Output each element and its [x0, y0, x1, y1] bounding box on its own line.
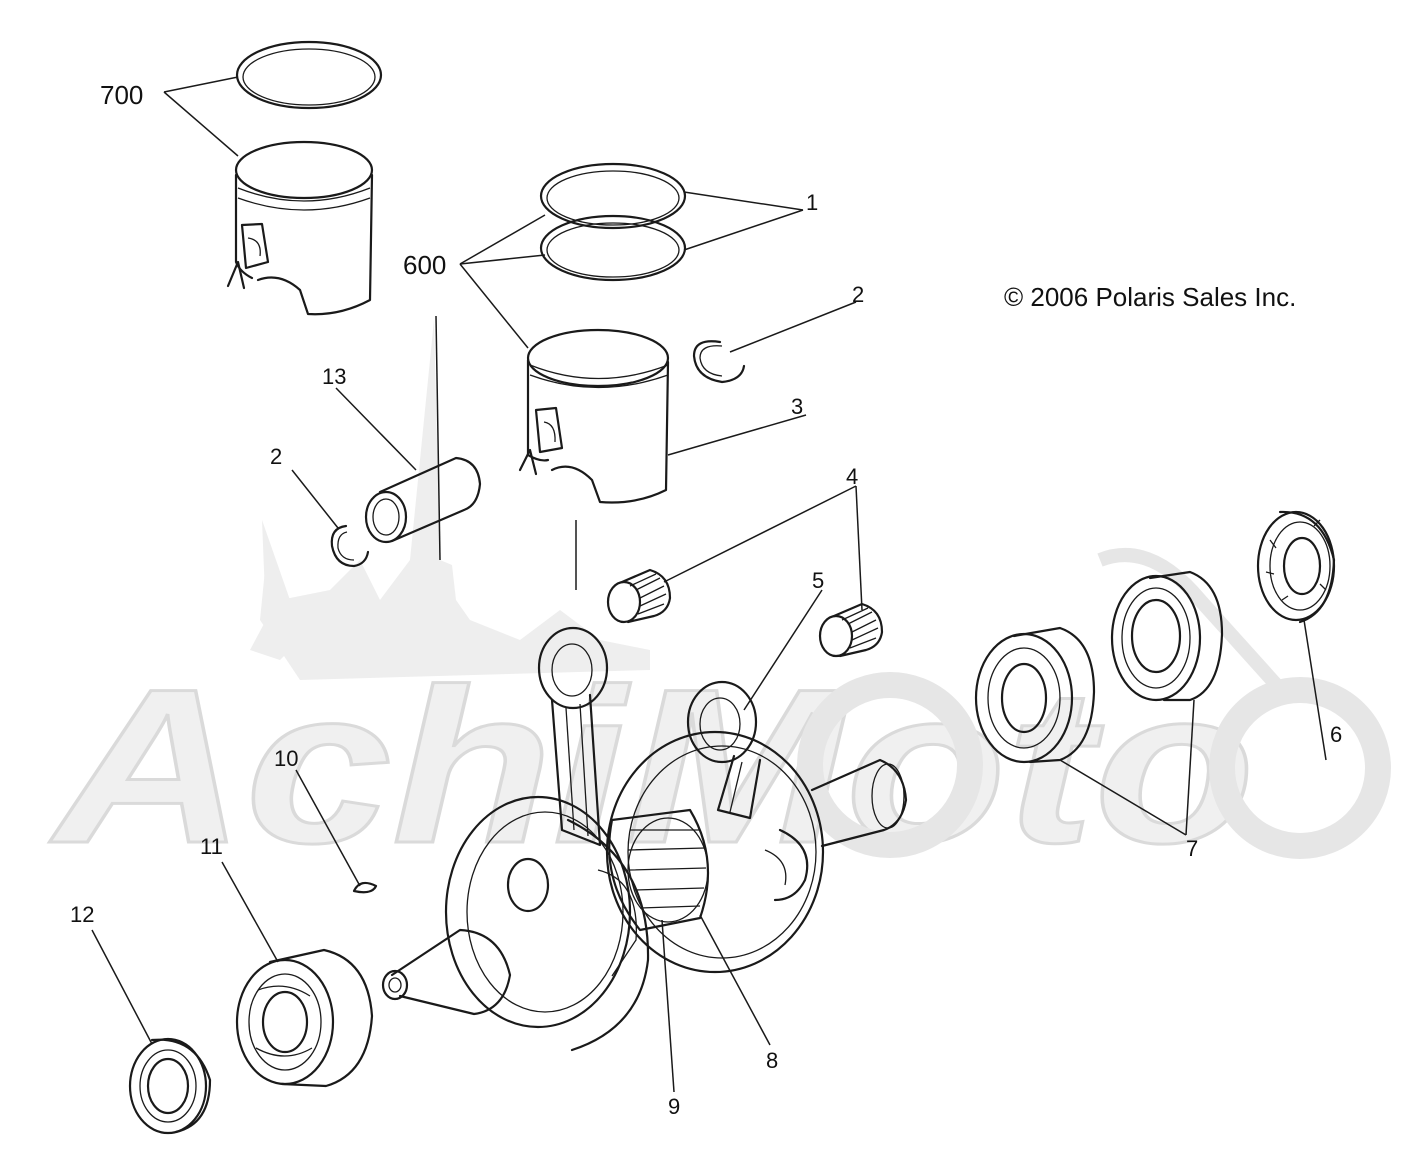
callout-9: 9: [668, 1094, 680, 1119]
connecting-rod-right: [686, 680, 762, 820]
connecting-rod-left: [537, 626, 609, 847]
leader-lines: [91, 76, 1327, 1093]
callout-11: 11: [200, 834, 223, 859]
callout-6: 6: [1330, 722, 1342, 747]
callout-2-right: 2: [852, 282, 864, 307]
callout-10: 10: [274, 746, 298, 771]
callout-labels: 700 600 1 2 3 2 13 4 5 6 7 8 9 10 11 12: [70, 80, 1342, 1119]
oil-seal-left: [128, 1037, 212, 1135]
piston-700: [226, 140, 374, 316]
piston-rings-600: [539, 162, 687, 282]
piston-600: [518, 328, 670, 504]
main-bearing-left: [235, 948, 374, 1088]
callout-700: 700: [100, 80, 143, 110]
piston-ring-700: [235, 40, 383, 110]
callout-5: 5: [812, 568, 824, 593]
circlip-left: [330, 524, 370, 568]
copyright-notice: © 2006 Polaris Sales Inc.: [1004, 282, 1296, 312]
callout-4: 4: [846, 464, 858, 489]
callout-1: 1: [806, 190, 818, 215]
callout-13: 13: [322, 364, 346, 389]
circlip-right: [692, 340, 746, 384]
main-bearing-right-2: [1110, 570, 1224, 702]
callout-3: 3: [791, 394, 803, 419]
watermark: AchiMoto: [48, 320, 1391, 891]
crankshaft: [381, 730, 908, 1052]
callout-7: 7: [1186, 836, 1198, 861]
main-bearing-right-1: [974, 626, 1096, 764]
callout-12: 12: [70, 902, 94, 927]
needle-bearing-left: [606, 568, 672, 624]
callout-8: 8: [766, 1048, 778, 1073]
callout-2-left: 2: [270, 444, 282, 469]
watermark-text: AchiMoto: [49, 643, 1255, 889]
woodruff-key: [352, 881, 378, 894]
needle-bearing-right: [818, 602, 884, 658]
oil-seal-right: [1256, 510, 1336, 624]
callout-600: 600: [403, 250, 446, 280]
wrist-pin: [364, 456, 482, 544]
